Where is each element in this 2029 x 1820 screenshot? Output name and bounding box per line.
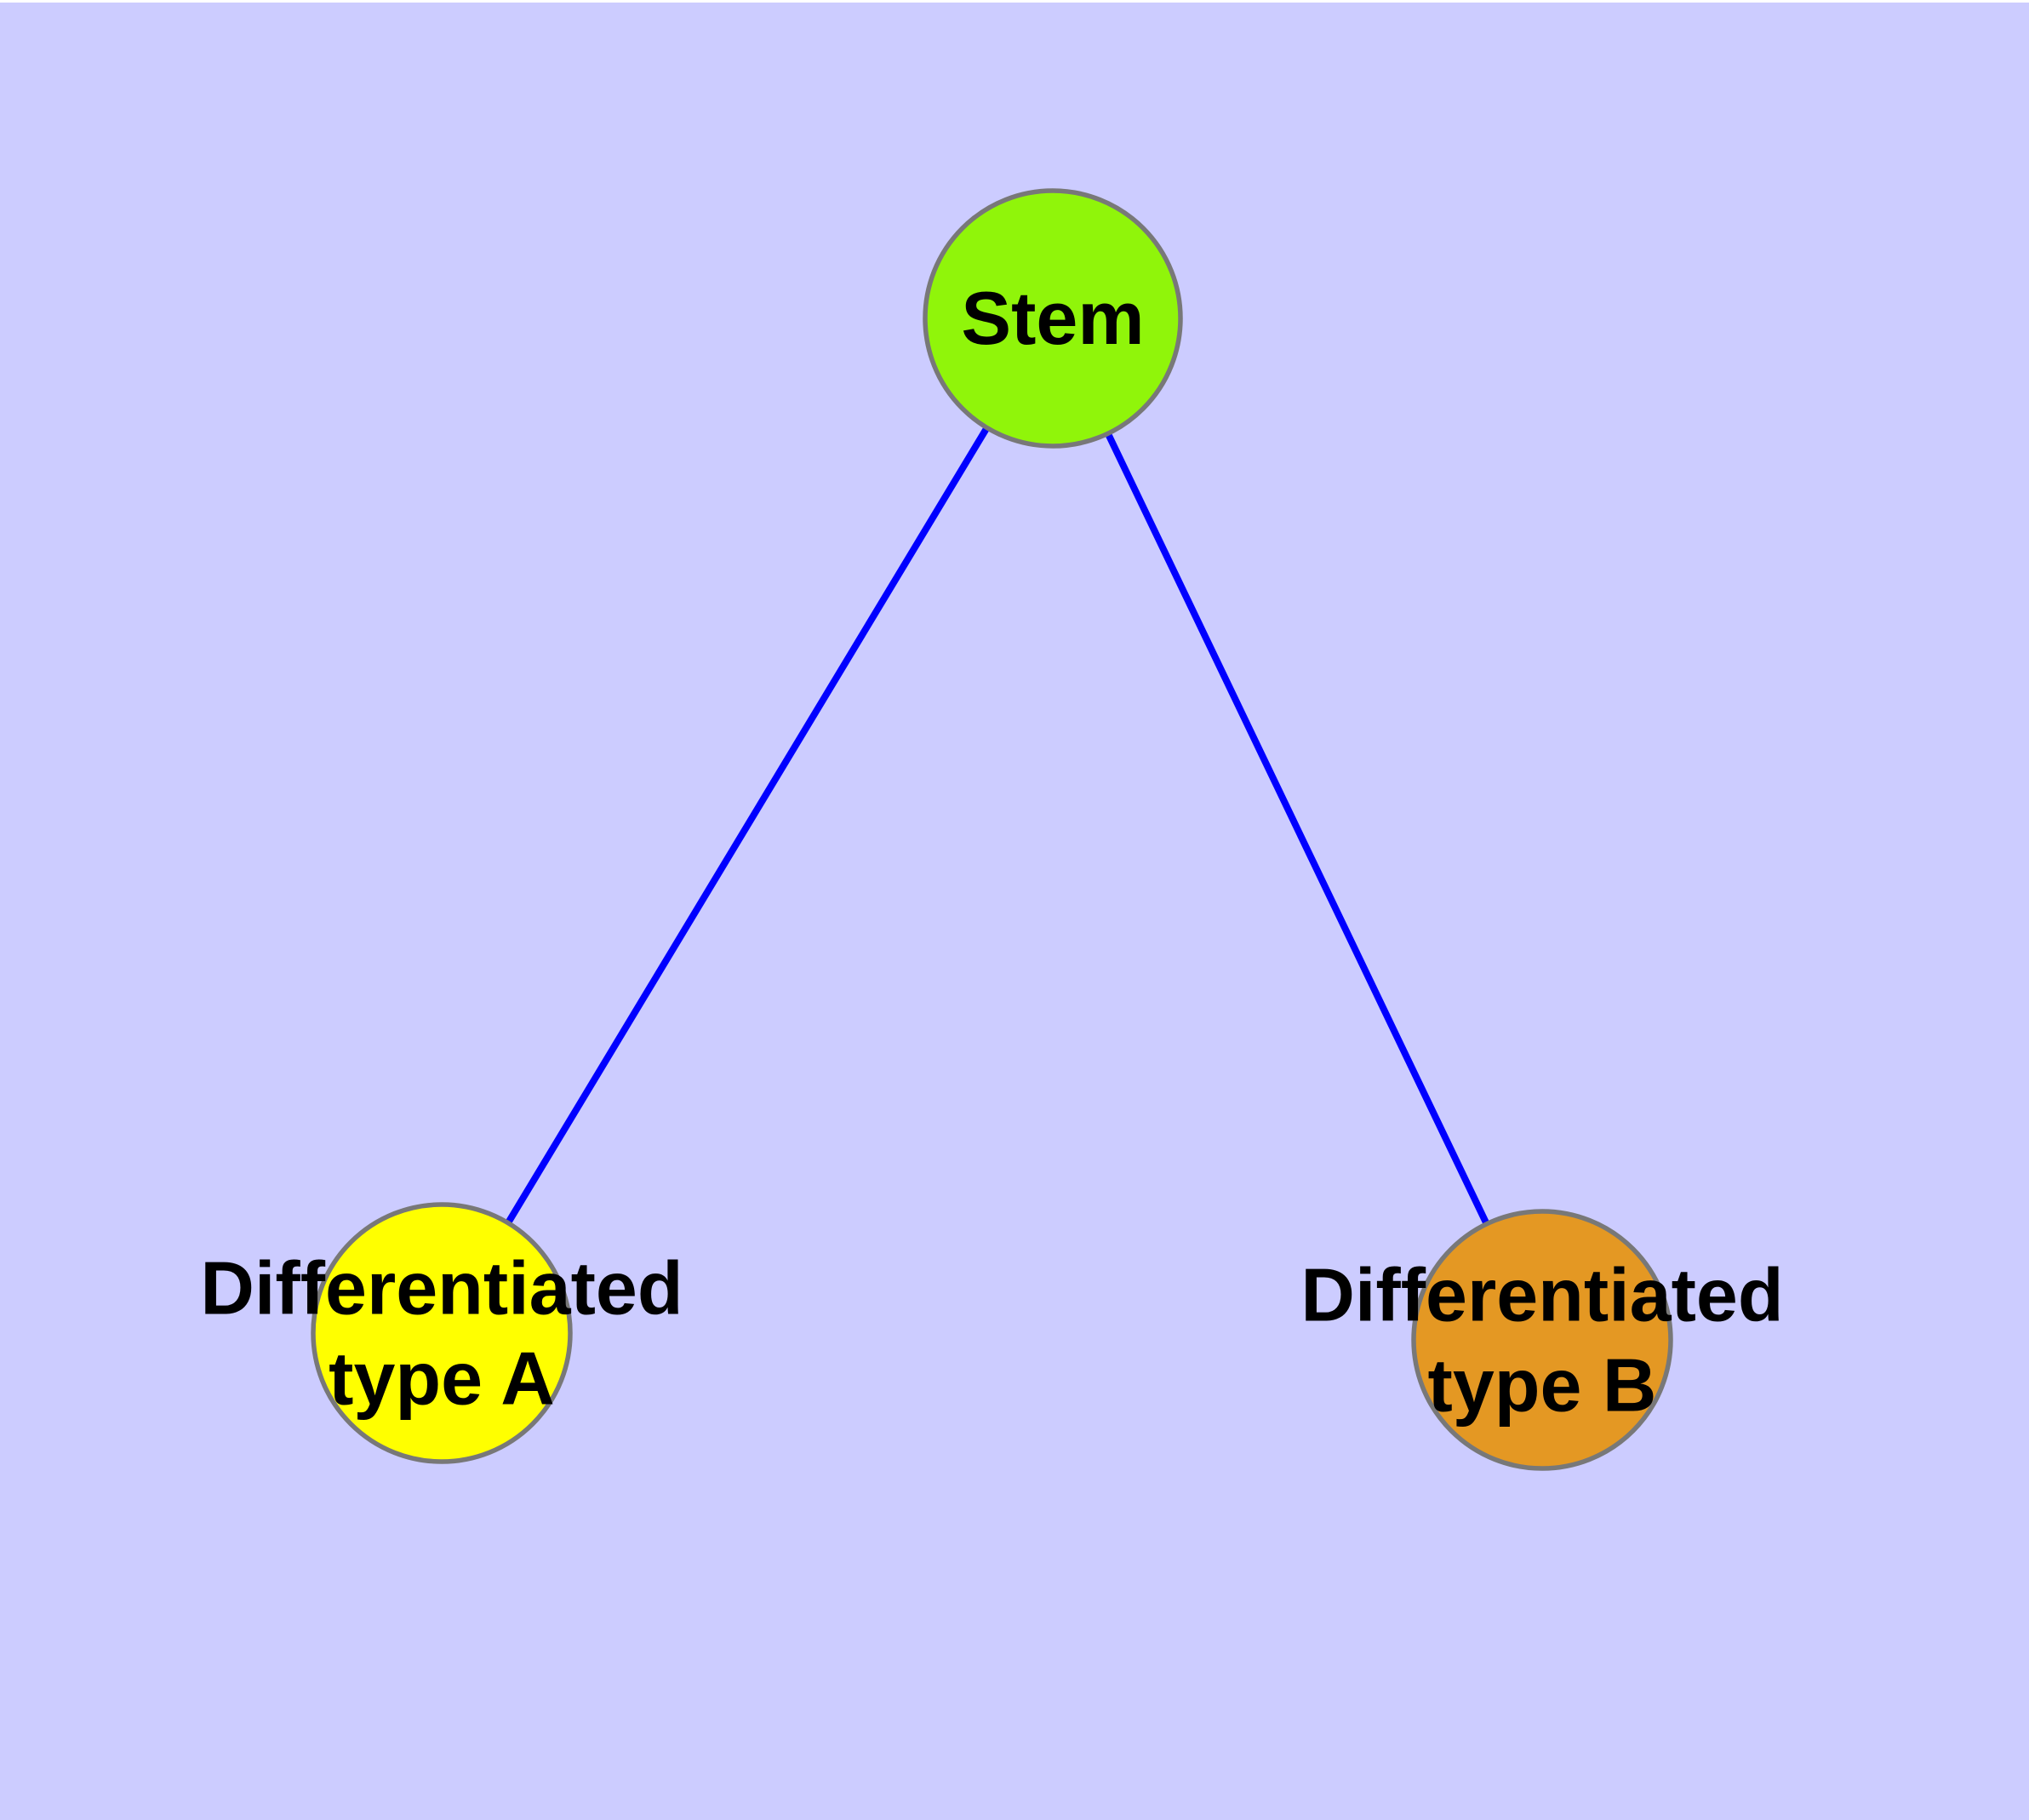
node-stem: [923, 188, 1183, 449]
edge-stem-diff-a: [438, 316, 1056, 1336]
node-label-diff-b: Differentiated type B: [1300, 1252, 1784, 1427]
edges-layer: [438, 316, 1546, 1342]
node-diff-a: [311, 1202, 573, 1464]
node-label-stem: Stem: [961, 276, 1145, 361]
node-diff-b: [1411, 1209, 1673, 1471]
node-label-diff-a: Differentiated type A: [200, 1245, 683, 1420]
edge-stem-diff-b: [1049, 317, 1546, 1342]
nodes-layer: [311, 188, 1673, 1471]
